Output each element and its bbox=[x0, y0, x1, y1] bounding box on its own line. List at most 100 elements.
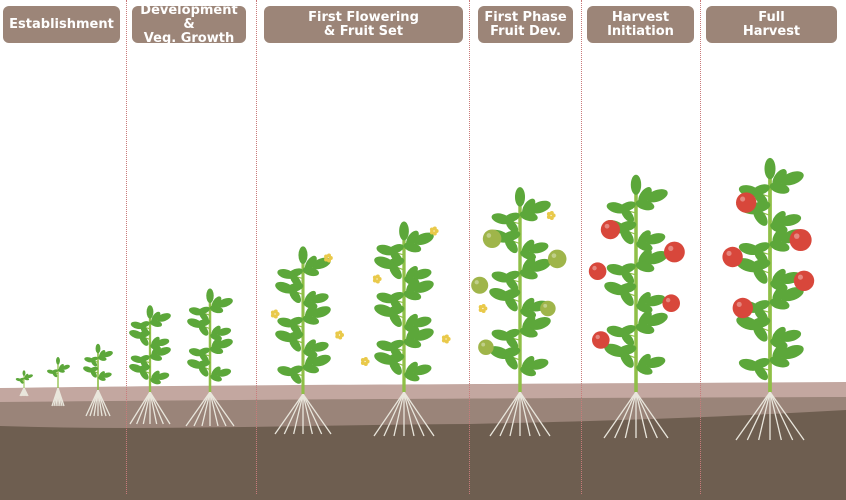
tomato-fruit bbox=[664, 241, 685, 263]
tomato-plant bbox=[185, 288, 235, 427]
tomato-fruit bbox=[736, 192, 757, 213]
leaf bbox=[206, 288, 214, 303]
root bbox=[97, 389, 111, 417]
tomato-fruit bbox=[722, 246, 743, 268]
leaf bbox=[764, 157, 776, 180]
stage-label-harvest-init: Harvest Initiation bbox=[587, 6, 694, 43]
leaf bbox=[302, 363, 320, 374]
tomato-plant bbox=[471, 187, 567, 437]
leaf bbox=[413, 280, 434, 293]
flower-petal bbox=[481, 304, 486, 309]
leaf bbox=[311, 293, 329, 304]
tomato-plant bbox=[270, 246, 344, 435]
stage-divider bbox=[256, 0, 257, 494]
leaf bbox=[304, 352, 317, 368]
root bbox=[403, 391, 435, 437]
leaf bbox=[645, 294, 666, 307]
fruit-highlight bbox=[543, 303, 548, 308]
flower-petal bbox=[327, 253, 332, 258]
leaf bbox=[102, 350, 113, 358]
leaf bbox=[738, 358, 760, 371]
fruit-highlight bbox=[486, 233, 492, 238]
leaf bbox=[491, 213, 511, 225]
flower-petal bbox=[360, 361, 365, 366]
leaf bbox=[780, 329, 802, 342]
leaf bbox=[736, 316, 760, 331]
leaf bbox=[376, 244, 395, 256]
flower-petal bbox=[324, 257, 329, 262]
leaf bbox=[514, 187, 526, 207]
fruit-highlight bbox=[740, 196, 746, 202]
leaf bbox=[399, 221, 409, 241]
leaf bbox=[406, 230, 419, 247]
tomato-fruit bbox=[732, 297, 753, 319]
leaf bbox=[304, 255, 317, 271]
tomato-plant bbox=[129, 305, 171, 425]
fruit-highlight bbox=[481, 342, 486, 347]
leaf bbox=[99, 350, 106, 358]
root bbox=[769, 391, 782, 441]
flower-petal bbox=[441, 338, 446, 343]
leaf bbox=[635, 199, 655, 211]
root bbox=[149, 391, 171, 425]
leaf bbox=[209, 346, 224, 355]
tomato-fruit bbox=[592, 331, 610, 349]
flower-petal bbox=[270, 313, 275, 318]
root bbox=[393, 391, 405, 437]
leaf bbox=[530, 317, 551, 330]
leaf bbox=[645, 356, 666, 369]
leaf bbox=[522, 315, 536, 332]
leaf bbox=[275, 330, 294, 343]
tomato-plant bbox=[588, 174, 685, 439]
leaf bbox=[374, 256, 395, 269]
leaf bbox=[635, 261, 655, 273]
leaf bbox=[635, 323, 655, 334]
leaf bbox=[403, 242, 422, 253]
stage-divider bbox=[581, 0, 582, 494]
fruit-highlight bbox=[797, 274, 803, 280]
leaf bbox=[57, 368, 65, 373]
leaf bbox=[604, 281, 626, 296]
flower-petal bbox=[429, 230, 434, 235]
leaf bbox=[769, 182, 790, 194]
leaf bbox=[24, 373, 29, 379]
flower-petal bbox=[432, 226, 437, 231]
leaf bbox=[772, 169, 787, 187]
leaf bbox=[769, 356, 790, 368]
leaf bbox=[780, 171, 804, 186]
leaf bbox=[491, 329, 511, 341]
leaf bbox=[406, 326, 419, 342]
root bbox=[735, 391, 771, 441]
leaf bbox=[211, 296, 222, 309]
leaf bbox=[646, 250, 668, 265]
leaf bbox=[606, 325, 627, 338]
flower-petal bbox=[478, 308, 483, 313]
leaf bbox=[23, 377, 30, 381]
leaf bbox=[519, 269, 538, 280]
leaf bbox=[374, 352, 395, 365]
leaf bbox=[646, 312, 668, 327]
leaf bbox=[780, 214, 802, 227]
leaf bbox=[156, 347, 171, 356]
leaf bbox=[780, 344, 804, 360]
leaf bbox=[519, 210, 538, 222]
leaf bbox=[780, 287, 804, 302]
leaf bbox=[26, 374, 33, 379]
stage-label-establishment: Establishment bbox=[3, 6, 120, 43]
root bbox=[519, 391, 551, 437]
leaf bbox=[413, 316, 432, 328]
leaf bbox=[188, 348, 204, 357]
fruit-highlight bbox=[665, 297, 671, 303]
leaf bbox=[277, 317, 295, 328]
fruit-highlight bbox=[736, 301, 742, 307]
leaf bbox=[47, 369, 55, 374]
leaf bbox=[606, 202, 627, 214]
soil bbox=[0, 382, 846, 500]
root bbox=[209, 391, 235, 427]
root bbox=[614, 391, 637, 439]
leaf bbox=[216, 327, 232, 336]
tomato-fruit bbox=[662, 294, 680, 313]
stage-divider bbox=[700, 0, 701, 494]
leaf bbox=[302, 315, 320, 325]
